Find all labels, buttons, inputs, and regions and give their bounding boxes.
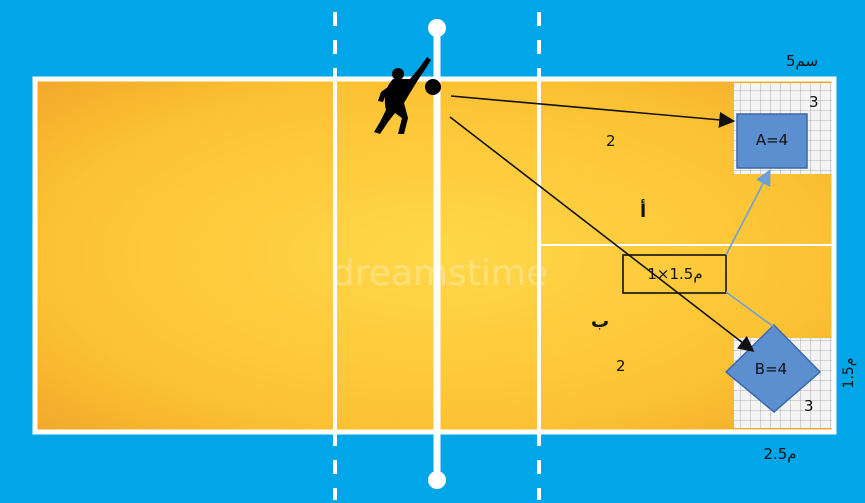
right-side-measure: 1.5م [841,358,857,389]
target-a-count: 3 [809,93,819,111]
zone-a-letter: أ [640,199,646,222]
zone-b-letter: ب [591,311,609,332]
target-a-text: A=4 [756,131,788,149]
target-b-count: 3 [804,397,814,415]
zone-b-number: 2 [616,357,626,375]
center-box-label: 1×1.5م [647,265,702,283]
target-b-text: B=4 [755,360,787,378]
ball-icon [425,79,441,95]
zone-a-number: 2 [606,132,616,150]
top-right-unit-label: 5سم [786,52,818,70]
bottom-measure: 2.5م [763,445,796,463]
